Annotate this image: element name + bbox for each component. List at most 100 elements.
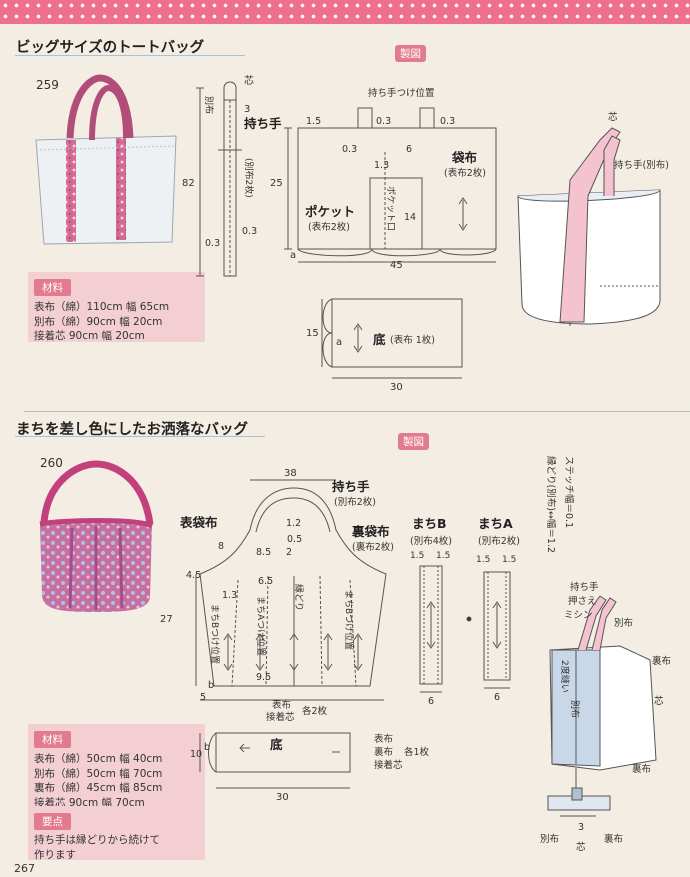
- dim-15: 15: [306, 328, 319, 339]
- dim-0.3-a: 0.3: [205, 238, 220, 249]
- label-machiA-pos: まちAつけ位置: [255, 596, 267, 656]
- dim-1.5-d: 1.5: [502, 555, 516, 565]
- label-pocket: ポケット: [305, 204, 355, 219]
- section1-tag: 製図: [395, 45, 426, 62]
- soko-note-2: 裏布: [374, 746, 393, 758]
- material-line: 別布（綿）90cm 幅 20cm: [34, 315, 163, 328]
- stitch-note: ステッチ幅＝0.1: [563, 456, 575, 528]
- label-handle-sub: (別布2枚): [243, 158, 255, 198]
- dim-6-a: 6: [428, 696, 434, 707]
- ill-b-shin: 芯: [576, 841, 586, 853]
- dim-1.3b: 1.3: [222, 590, 237, 601]
- label-machiB-sub: (別布4枚): [410, 535, 452, 547]
- label-handle2: 持ち手: [332, 479, 370, 494]
- soko-note-1: 表布: [374, 733, 393, 745]
- dim-1.5-c: 1.5: [476, 555, 490, 565]
- dim-82: 82: [182, 178, 195, 189]
- dim-45: 45: [390, 260, 403, 271]
- ill-ura: 裏布: [652, 655, 671, 667]
- material-line: 接着芯 90cm 幅 20cm: [34, 330, 145, 342]
- label-betsununo: 別布: [203, 96, 215, 114]
- section2-underline: [15, 436, 265, 437]
- ill-b-3: 3: [578, 822, 584, 833]
- dim-1.5: 1.5: [306, 116, 321, 127]
- dim-b-2: b: [204, 742, 210, 753]
- dim-1.2: 1.2: [286, 518, 301, 529]
- label-fuchidori: 縁どり: [293, 584, 305, 611]
- ill-shin: 芯: [654, 695, 664, 707]
- tote-bag-photo: [35, 74, 177, 245]
- material-line: 接着芯 90cm 幅 70cm: [34, 796, 145, 809]
- section2-title: まちを差し色にしたお洒落なバッグ: [16, 422, 248, 438]
- section1-underline: [15, 55, 245, 56]
- soko-note-4: 各1枚: [404, 746, 430, 758]
- machi-patterns: [419, 565, 511, 693]
- handle-pattern: [196, 81, 242, 277]
- section2-number: 260: [40, 456, 63, 470]
- label-pocket-sub: (表布2枚): [308, 221, 350, 233]
- material-line: 表布（綿）50cm 幅 40cm: [34, 753, 163, 765]
- dim-1.5-b: 1.5: [436, 551, 450, 561]
- dim-30: 30: [390, 382, 403, 393]
- dim-b: b: [208, 680, 214, 691]
- label-machiA-sub: (別布2枚): [478, 535, 520, 547]
- ill-betsu: 別布: [614, 617, 633, 629]
- label-fukuro-sub: (表布2枚): [444, 167, 486, 179]
- material-line: 表布（綿）110cm 幅 65cm: [34, 301, 170, 313]
- dim-4.5: 4.5: [186, 570, 201, 581]
- dim-38: 38: [284, 468, 297, 479]
- material-line: 裏布（綿）45cm 幅 85cm: [34, 782, 163, 794]
- soko-note-3: 接着芯: [374, 759, 403, 771]
- dim-0.3-d: 0.3: [376, 116, 391, 127]
- edge-note: 縁どり(別布)↔幅＝1.2: [545, 456, 557, 553]
- label-ura-sub: (裏布2枚): [352, 541, 394, 553]
- label-handle2-sub: (別布2枚): [334, 496, 376, 508]
- page-number: 267: [14, 862, 35, 875]
- bottom2-pattern: [199, 732, 351, 789]
- label-machiB-pos1: まちBつけ位置: [209, 604, 221, 664]
- ill-2do: 2度縫い: [559, 660, 571, 693]
- ill-b-betsu: 別布: [540, 833, 559, 845]
- machi-bag-photo: [39, 460, 154, 612]
- dim-0.3-b: 0.3: [242, 226, 257, 237]
- label-shin: 芯: [244, 74, 254, 87]
- dim-1.5-a: 1.5: [410, 551, 424, 561]
- dim-a: a: [290, 250, 296, 261]
- label-soko-sub: (表布 1枚): [390, 334, 435, 346]
- bottom-note-2: 接着芯: [266, 711, 295, 723]
- ill-osae: 押さえ: [568, 595, 597, 607]
- dim-2: 2: [286, 547, 292, 558]
- dim-9.5: 9.5: [256, 672, 271, 683]
- dim-3: 3: [244, 104, 250, 115]
- points-header: 要点: [34, 813, 71, 830]
- dim-0.3-c: 0.3: [342, 144, 357, 155]
- label-machiB: まちB: [412, 516, 447, 531]
- dim-25: 25: [270, 178, 283, 189]
- ill-handle: 持ち手: [570, 581, 599, 593]
- dim-6: 6: [406, 144, 412, 155]
- label-handle: 持ち手: [244, 116, 282, 131]
- label-machiA: まちA: [478, 516, 513, 531]
- section2-points: 要点 持ち手は縁どりから続けて 作ります: [28, 806, 205, 861]
- dim-0.3-e: 0.3: [440, 116, 455, 127]
- label-machiB-pos2: まちBつけ位置: [343, 590, 355, 650]
- front-body-pattern: [195, 479, 387, 701]
- tote-illustration: [517, 127, 661, 326]
- illus-shin-label: 芯: [608, 111, 618, 123]
- dim-a-2: a: [336, 337, 342, 348]
- section2-materials: 材料 表布（綿）50cm 幅 40cm 別布（綿）50cm 幅 70cm 裏布（…: [28, 724, 205, 809]
- dim-30-2: 30: [276, 792, 289, 803]
- section1-number: 259: [36, 78, 59, 92]
- bag-body-pattern: [284, 107, 497, 263]
- section-divider: [24, 411, 690, 412]
- dim-8: 8: [218, 541, 224, 552]
- ill-ura2: 裏布: [632, 763, 651, 775]
- label-fukuro: 袋布: [451, 150, 478, 165]
- label-ura: 裏袋布: [351, 524, 390, 539]
- label-handle-pos: 持ち手つけ位置: [368, 87, 435, 99]
- label-soko2: 底: [270, 737, 283, 752]
- point-line: 持ち手は縁どりから続けて: [34, 834, 160, 846]
- illus-handle-label: 持ち手(別布): [614, 159, 669, 171]
- decorative-dotted-band: [0, 0, 690, 24]
